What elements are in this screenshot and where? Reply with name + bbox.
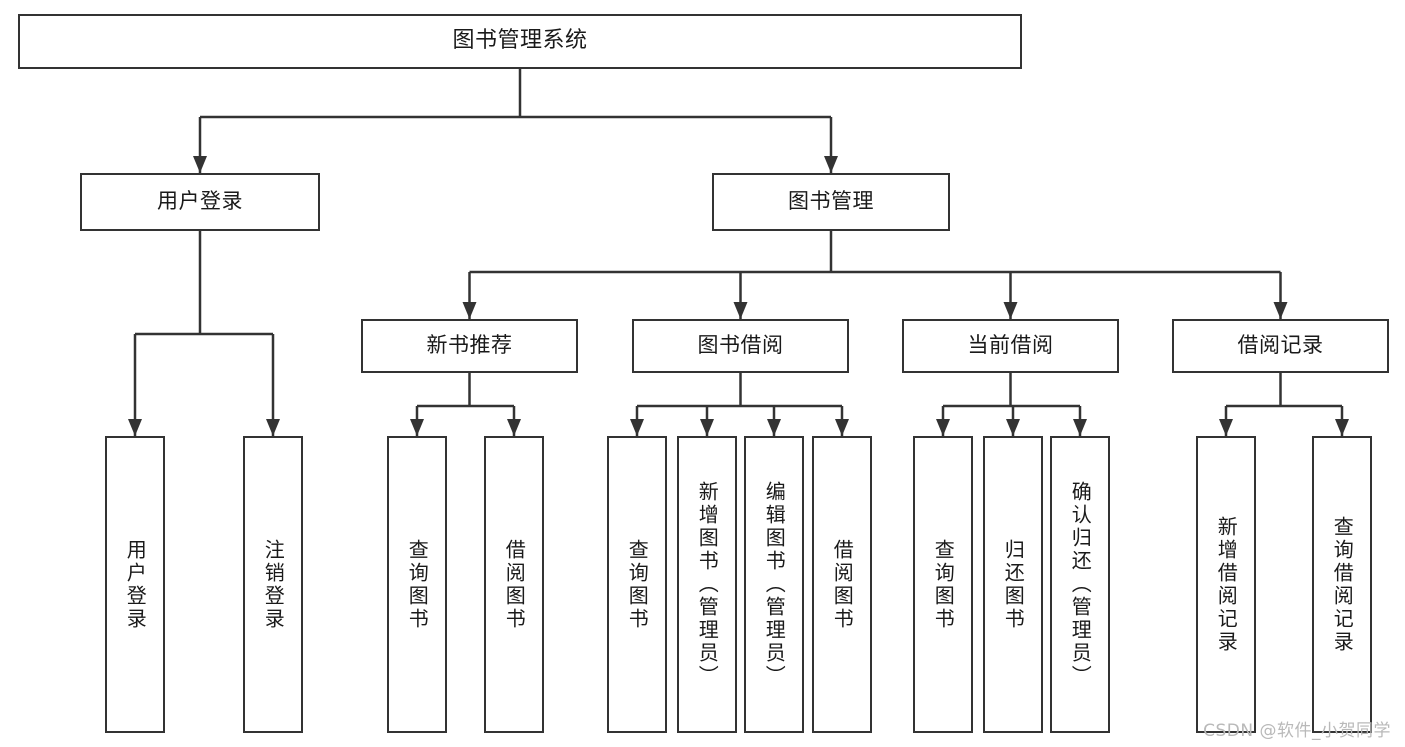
arrow-head-icon-leaf-query-book-1 xyxy=(410,419,424,436)
node-leaf-confirm-return[interactable]: 确认归还（管理员） xyxy=(1050,436,1110,733)
node-label: 编辑图书（管理员） xyxy=(762,481,787,688)
node-leaf-borrow-book-1[interactable]: 借阅图书 xyxy=(484,436,544,733)
arrow-head-icon-current-borrow xyxy=(1003,302,1018,319)
watermark: CSDN @软件_小贺同学 xyxy=(1203,721,1391,741)
node-leaf-query-record[interactable]: 查询借阅记录 xyxy=(1312,436,1372,733)
arrow-head-icon-leaf-confirm-return xyxy=(1073,419,1087,436)
node-label: 查询图书 xyxy=(405,538,430,631)
arrow-head-icon-leaf-query-book-3 xyxy=(936,419,950,436)
node-label: 图书管理 xyxy=(788,189,874,214)
node-label: 借阅图书 xyxy=(502,538,527,631)
node-leaf-borrow-book-2[interactable]: 借阅图书 xyxy=(812,436,872,733)
node-new-book-recommend[interactable]: 新书推荐 xyxy=(361,319,578,373)
node-label: 借阅图书 xyxy=(830,538,855,631)
arrow-head-icon-leaf-edit-book xyxy=(767,419,781,436)
node-label: 新增借阅记录 xyxy=(1214,515,1239,654)
node-label: 新书推荐 xyxy=(426,333,513,358)
node-label: 确认归还（管理员） xyxy=(1068,481,1093,688)
node-label: 归还图书 xyxy=(1001,538,1026,631)
arrow-head-icon-user-login xyxy=(193,156,207,173)
arrow-head-icon-leaf-borrow-book-1 xyxy=(507,419,521,436)
node-leaf-query-book-1[interactable]: 查询图书 xyxy=(387,436,447,733)
node-label: 查询图书 xyxy=(625,538,650,631)
node-label: 图书借阅 xyxy=(697,333,784,358)
arrow-head-icon-leaf-add-book xyxy=(700,419,714,436)
node-user-login[interactable]: 用户登录 xyxy=(80,173,320,231)
node-leaf-query-book-3[interactable]: 查询图书 xyxy=(913,436,973,733)
node-current-borrow[interactable]: 当前借阅 xyxy=(902,319,1119,373)
arrow-head-icon-leaf-add-record xyxy=(1219,419,1233,436)
node-label: 借阅记录 xyxy=(1237,333,1324,358)
node-label: 注销登录 xyxy=(261,538,286,631)
node-leaf-add-record[interactable]: 新增借阅记录 xyxy=(1196,436,1256,733)
arrow-head-icon-leaf-query-book-2 xyxy=(630,419,644,436)
arrow-head-icon-borrow-record xyxy=(1273,302,1288,319)
node-label: 查询图书 xyxy=(931,538,956,631)
arrow-head-icon-leaf-query-record xyxy=(1335,419,1349,436)
node-leaf-edit-book[interactable]: 编辑图书（管理员） xyxy=(744,436,804,733)
node-book-borrow[interactable]: 图书借阅 xyxy=(632,319,849,373)
arrow-head-icon-leaf-borrow-book-2 xyxy=(835,419,849,436)
node-borrow-record[interactable]: 借阅记录 xyxy=(1172,319,1389,373)
arrow-head-icon-leaf-logout xyxy=(266,419,280,436)
arrow-head-icon-book-borrow xyxy=(733,302,748,319)
node-label: 新增图书（管理员） xyxy=(695,481,720,688)
node-leaf-logout[interactable]: 注销登录 xyxy=(243,436,303,733)
node-label: 图书管理系统 xyxy=(452,28,588,54)
node-leaf-add-book[interactable]: 新增图书（管理员） xyxy=(677,436,737,733)
node-leaf-return-book[interactable]: 归还图书 xyxy=(983,436,1043,733)
arrow-head-icon-leaf-user-login xyxy=(128,419,142,436)
node-label: 查询借阅记录 xyxy=(1330,515,1355,654)
node-label: 当前借阅 xyxy=(967,333,1054,358)
node-label: 用户登录 xyxy=(123,538,148,631)
node-leaf-query-book-2[interactable]: 查询图书 xyxy=(607,436,667,733)
node-label: 用户登录 xyxy=(157,189,243,214)
node-leaf-user-login[interactable]: 用户登录 xyxy=(105,436,165,733)
arrow-head-icon-leaf-return-book xyxy=(1006,419,1020,436)
arrow-head-icon-new-book-recommend xyxy=(462,302,477,319)
node-book-management[interactable]: 图书管理 xyxy=(712,173,950,231)
node-root[interactable]: 图书管理系统 xyxy=(18,14,1022,69)
arrow-head-icon-book-management xyxy=(824,156,838,173)
